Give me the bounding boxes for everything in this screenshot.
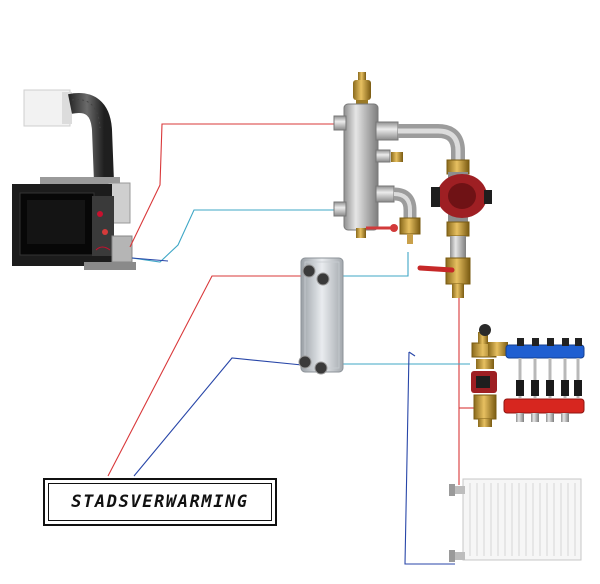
hx-primary-return-line [326,252,409,277]
city-heating-label-text: STADSVERWARMING [71,492,249,512]
radiator-icon [449,478,582,562]
pipe-lines [107,123,474,565]
separator-icon [333,72,403,238]
separator-pipes [366,124,470,244]
city-heating-label: STADSVERWARMING [43,478,277,526]
heat-exchanger-icon [298,257,344,375]
manifold-icon [471,324,585,427]
pump-icon [417,172,492,298]
stove-icon [12,89,136,270]
radiator-return-line [404,351,455,565]
city-return-line [133,357,303,477]
city-heating-label-inner: STADSVERWARMING [48,483,272,521]
stove-supply-line [129,123,334,248]
stove-return-line [131,209,334,263]
city-supply-line [107,275,302,477]
